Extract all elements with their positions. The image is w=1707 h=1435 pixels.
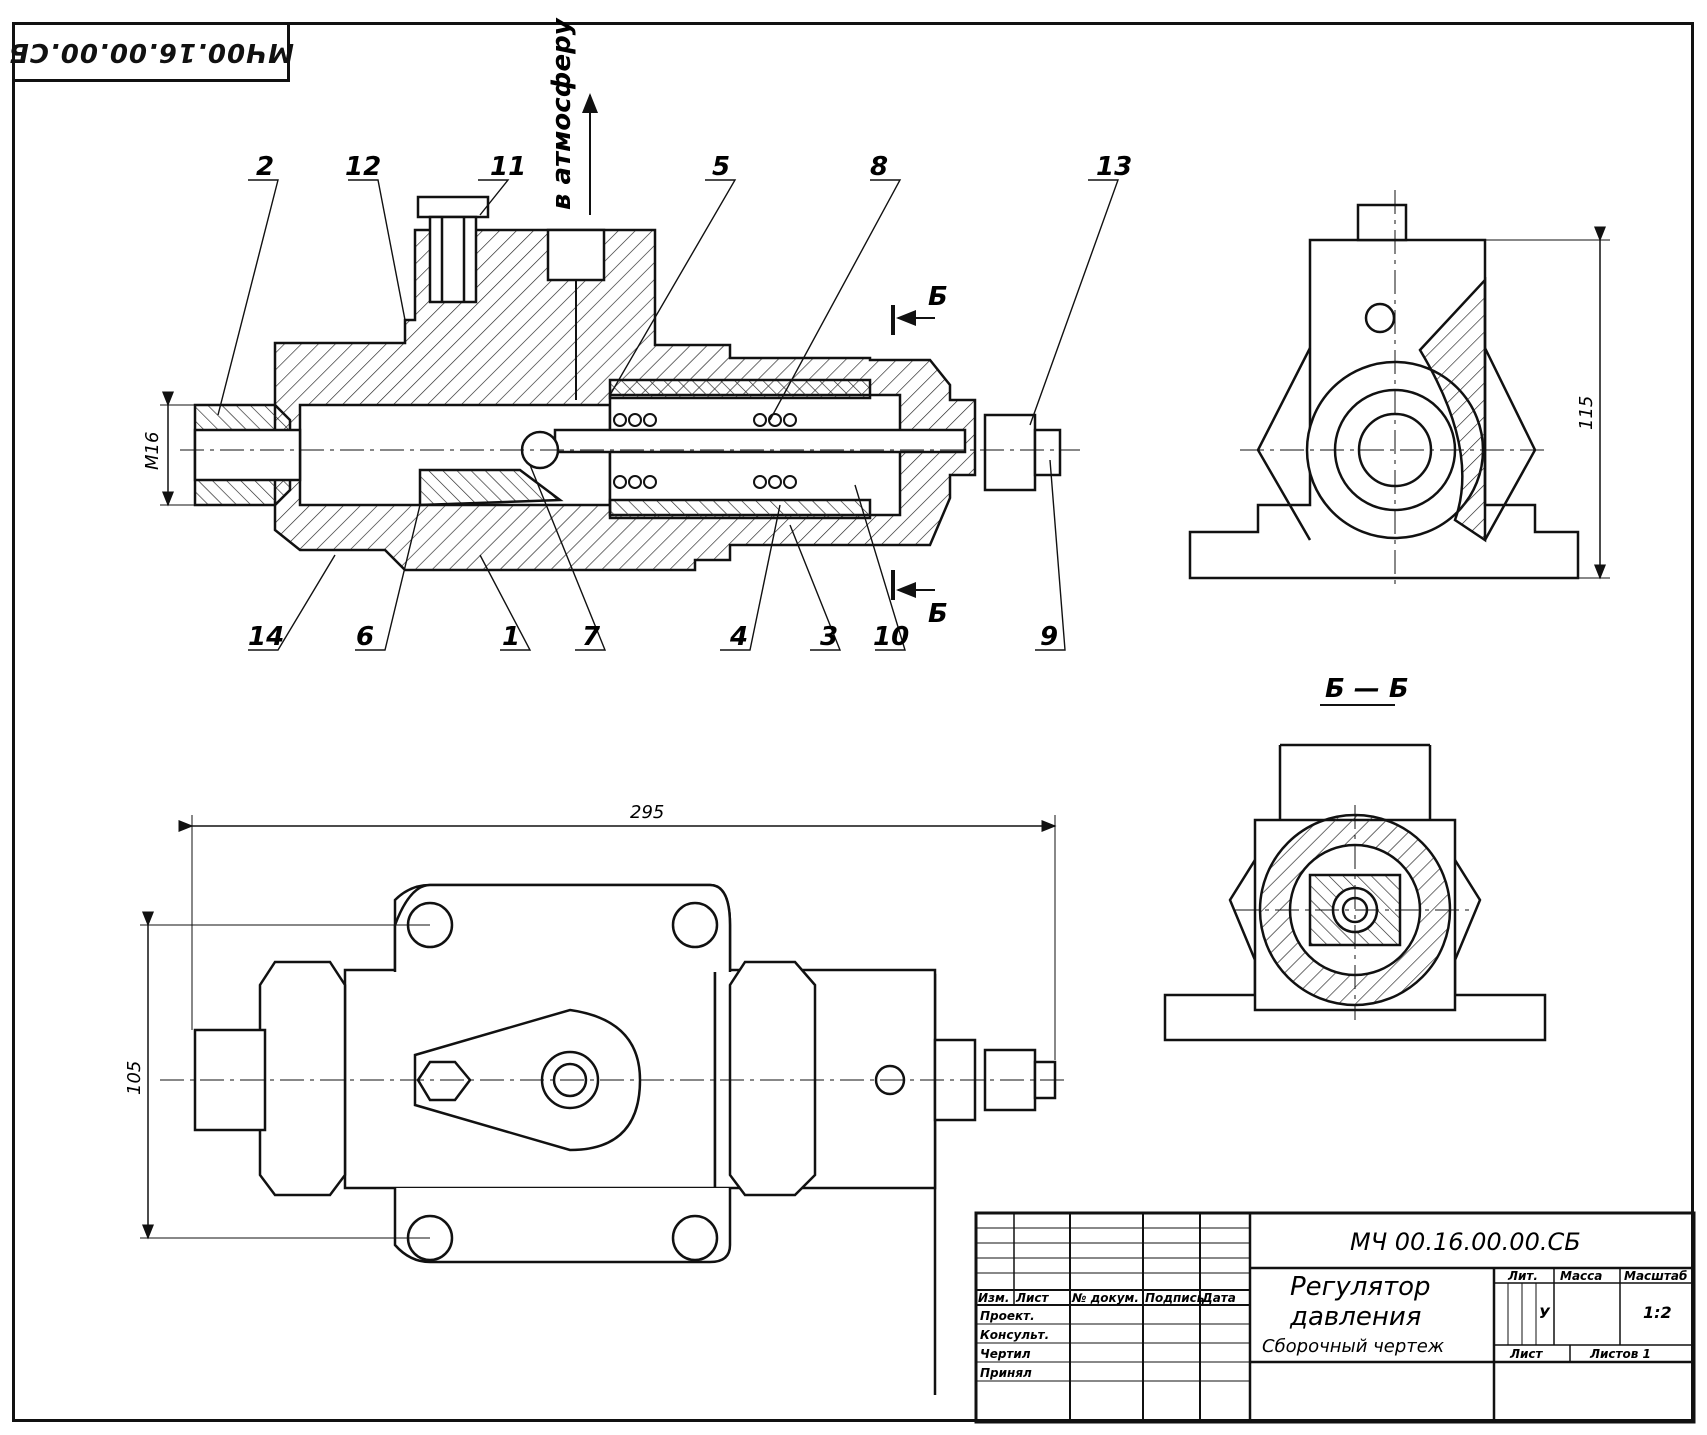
callout-11: 11 <box>490 152 526 182</box>
sheets-count: Листов 1 <box>1589 1347 1651 1361</box>
product-name-line2: давления <box>1289 1302 1421 1332</box>
callout-leaders <box>217 179 1119 651</box>
role-project: Проект. <box>980 1309 1035 1323</box>
callouts-top: 2 12 11 5 8 13 <box>256 152 1132 182</box>
col-header-date: Дата <box>1201 1291 1236 1305</box>
section-title: Б — Б <box>1325 674 1409 704</box>
callout-7: 7 <box>582 622 601 652</box>
callout-8: 8 <box>870 152 888 182</box>
scale-value: 1:2 <box>1643 1303 1672 1322</box>
width-dimension: 105 <box>124 1061 145 1095</box>
drawing-frame <box>12 22 1694 1422</box>
callout-1: 1 <box>502 622 520 652</box>
col-header-sign: Подпись <box>1145 1291 1204 1305</box>
col-header-doc: № докум. <box>1071 1291 1139 1305</box>
section-view <box>1163 743 1547 1042</box>
callout-2: 2 <box>256 152 274 182</box>
callout-5: 5 <box>712 152 730 182</box>
callout-6: 6 <box>356 622 374 652</box>
callout-4: 4 <box>729 622 748 652</box>
section-mark-bottom: Б <box>928 599 948 629</box>
callouts-bottom: 14 6 1 7 4 3 10 9 <box>248 622 1058 652</box>
product-name-line1: Регулятор <box>1290 1272 1431 1302</box>
callout-14: 14 <box>248 622 284 652</box>
callout-12: 12 <box>345 152 381 182</box>
section-mark-top: Б <box>928 282 948 312</box>
col-header-list: Лист <box>1015 1291 1049 1305</box>
rotated-code-stamp: МЧ00.16.00.00.СБ <box>8 22 294 82</box>
sheet-label: Лист <box>1509 1347 1543 1361</box>
plan-view <box>140 815 1070 1395</box>
col-header-izm: Изм. <box>978 1291 1009 1305</box>
title-block <box>974 1211 1696 1424</box>
designation: МЧ 00.16.00.00.СБ <box>1350 1228 1581 1256</box>
callout-13: 13 <box>1096 152 1132 182</box>
height-dimension: 115 <box>1576 396 1597 430</box>
length-dimension: 295 <box>630 802 664 823</box>
role-approved: Принял <box>980 1366 1032 1380</box>
scale-header: Масштаб <box>1624 1269 1687 1283</box>
front-section-view <box>160 93 1080 600</box>
role-consult: Консульт. <box>980 1328 1049 1342</box>
role-drawn: Чертил <box>980 1347 1031 1361</box>
mass-header: Масса <box>1560 1269 1602 1283</box>
thread-label: М16 <box>142 432 163 470</box>
lit-header: Лит. <box>1507 1269 1538 1283</box>
lit-value: У <box>1539 1306 1551 1322</box>
document-type: Сборочный чертеж <box>1262 1336 1445 1357</box>
callout-10: 10 <box>873 622 909 652</box>
side-view <box>1188 190 1610 590</box>
title-block-text: МЧ 00.16.00.00.СБ Регулятор давления Сбо… <box>978 1228 1687 1380</box>
callout-3: 3 <box>820 622 838 652</box>
exhaust-label: в атмосферу <box>547 17 577 210</box>
callout-9: 9 <box>1040 622 1058 652</box>
